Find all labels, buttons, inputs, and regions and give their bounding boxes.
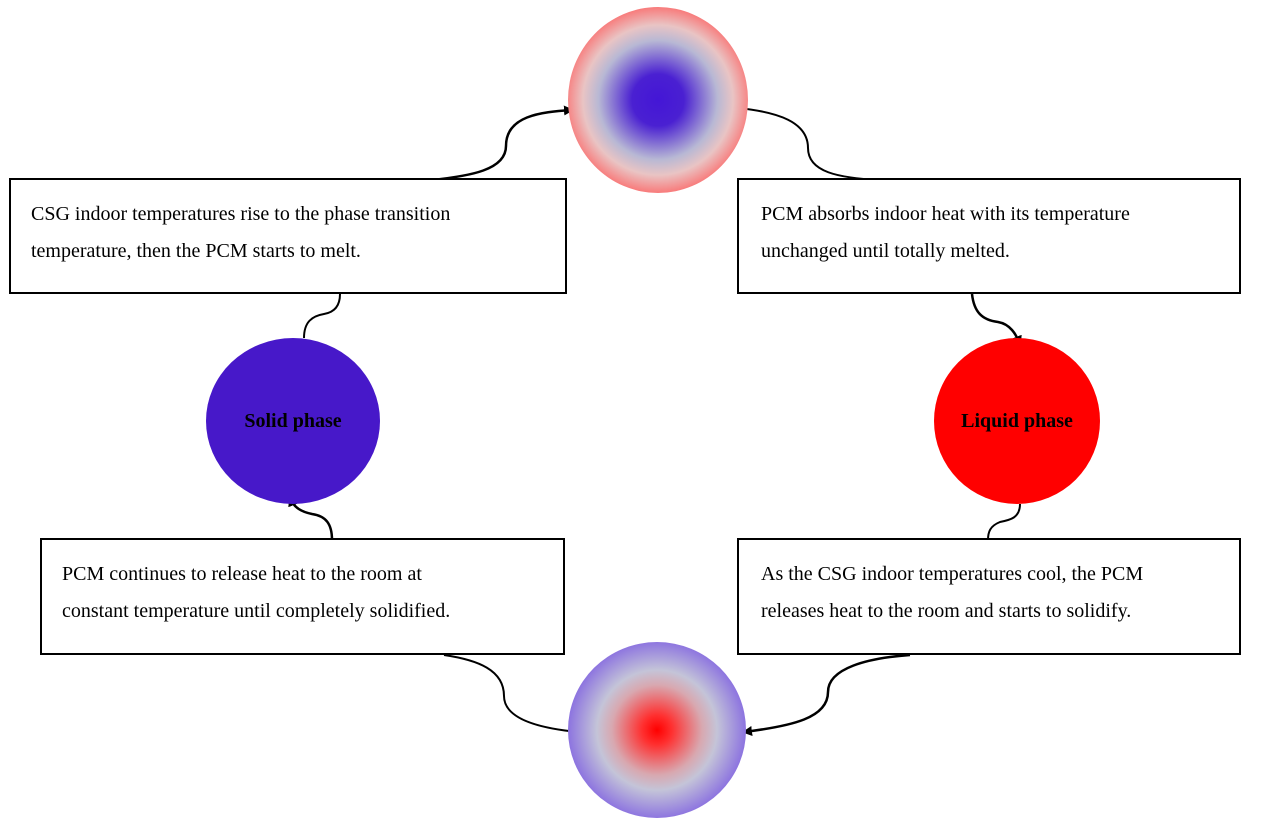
- solidifying-start-box: As the CSG indoor temperatures cool, the…: [737, 538, 1241, 655]
- heat-absorption-box: PCM absorbs indoor heat with its tempera…: [737, 178, 1241, 294]
- connector-bottom-left-to-solid: [288, 496, 334, 541]
- connector-solid-to-top-left: [303, 293, 341, 339]
- solidifying-start-line-2: releases heat to the room and starts to …: [761, 600, 1132, 622]
- solid-phase-label: Solid phase: [244, 409, 342, 432]
- melting-transition-node: [568, 7, 748, 193]
- liquid-phase-label: Liquid phase: [961, 409, 1073, 432]
- connector-liquid-to-bottom-right: [987, 503, 1021, 541]
- melting-start-line-1: CSG indoor temperatures rise to the phas…: [31, 203, 451, 225]
- liquid-phase-node: Liquid phase: [934, 338, 1100, 504]
- solidifying-start-line-1: As the CSG indoor temperatures cool, the…: [761, 563, 1144, 585]
- melting-start-box: CSG indoor temperatures rise to the phas…: [9, 178, 567, 294]
- connector-solidifying-to-bottom-left: [443, 654, 579, 733]
- connector-top-left-to-melting: [431, 105, 574, 182]
- connector-top-right-to-liquid: [970, 293, 1022, 346]
- heat-release-box: PCM continues to release heat to the roo…: [40, 538, 565, 655]
- heat-release-line-2: constant temperature until completely so…: [62, 600, 451, 622]
- solidifying-transition-node: [568, 642, 746, 818]
- melting-start-line-2: temperature, then the PCM starts to melt…: [31, 240, 361, 262]
- heat-release-line-1: PCM continues to release heat to the roo…: [62, 563, 422, 585]
- heat-absorption-line-2: unchanged until totally melted.: [761, 240, 1010, 262]
- connector-melting-to-top-right: [737, 107, 881, 181]
- solid-phase-node: Solid phase: [206, 338, 380, 504]
- heat-absorption-line-1: PCM absorbs indoor heat with its tempera…: [761, 203, 1130, 225]
- connector-bottom-right-to-solidifying: [742, 653, 911, 736]
